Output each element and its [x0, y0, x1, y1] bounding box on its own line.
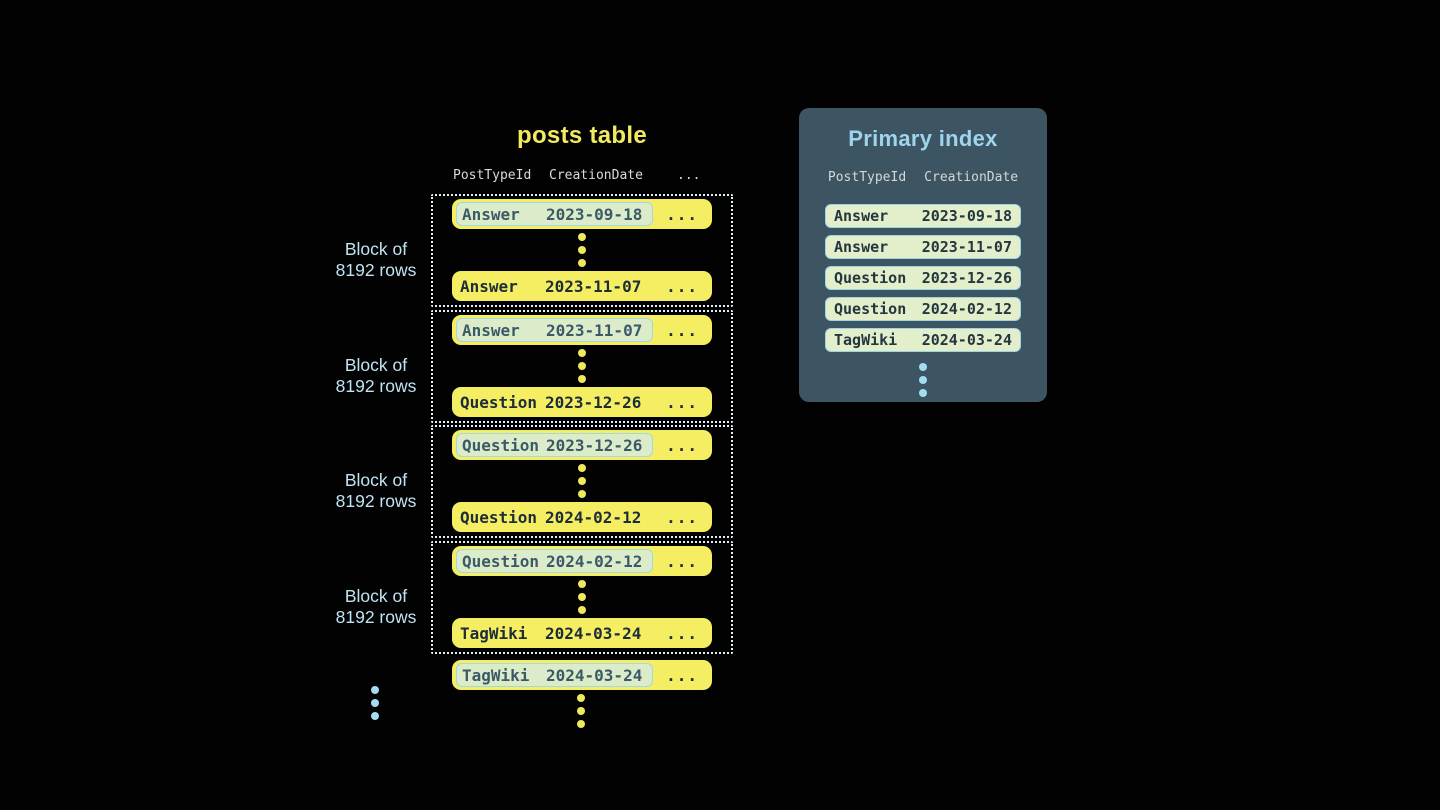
- table-row-first: Answer 2023-09-18 ...: [452, 199, 712, 229]
- primary-index-rows: Answer 2023-09-18 Answer 2023-11-07 Ques…: [799, 204, 1047, 352]
- cell-creationdate: 2024-03-24: [921, 331, 1012, 349]
- row-ellipsis: ...: [666, 551, 698, 571]
- table-row-last: Question 2023-12-26 ...: [452, 387, 712, 417]
- cell-posttypeid: TagWiki: [462, 665, 530, 685]
- primary-index-panel: Primary index PostTypeId CreationDate An…: [799, 108, 1047, 402]
- row-block-2: Answer 2023-11-07 ... Question 2023-12-2…: [431, 310, 733, 423]
- table-row-first: Question 2024-02-12 ...: [452, 546, 712, 576]
- row-values: Question 2023-12-26: [452, 393, 641, 412]
- cell-creationdate: 2023-12-26: [921, 269, 1012, 287]
- cell-posttypeid: Answer: [462, 320, 520, 340]
- cell-posttypeid: Question: [462, 551, 540, 571]
- table-row-first: TagWiki 2024-03-24 ...: [452, 660, 712, 690]
- index-highlight-box: Answer 2023-11-07: [456, 318, 653, 342]
- row-ellipsis: ...: [666, 392, 698, 412]
- cell-creationdate: 2023-11-07: [545, 276, 642, 296]
- cell-posttypeid: Question: [834, 269, 907, 287]
- index-highlight-box: Question 2024-02-12: [456, 549, 653, 573]
- cell-creationdate: 2023-12-26: [546, 435, 643, 455]
- index-entry: TagWiki 2024-03-24: [825, 328, 1021, 352]
- cell-posttypeid: Question: [460, 392, 538, 412]
- block-label-4: Block of 8192 rows: [266, 586, 486, 628]
- block-label-2: Block of 8192 rows: [266, 355, 486, 397]
- column-label-posttypeid: PostTypeId: [453, 168, 532, 183]
- index-entry: Answer 2023-09-18: [825, 204, 1021, 228]
- index-highlight-box: Answer 2023-09-18: [456, 202, 653, 226]
- table-row-last: TagWiki 2024-03-24 ...: [452, 618, 712, 648]
- row-ellipsis: ...: [666, 276, 698, 296]
- block-label-line2: 8192 rows: [335, 491, 417, 511]
- row-ellipsis: ...: [666, 623, 698, 643]
- cell-creationdate: 2023-11-07: [921, 238, 1012, 256]
- index-highlight-box: Question 2023-12-26: [456, 433, 653, 457]
- cell-posttypeid: TagWiki: [834, 331, 898, 349]
- cell-posttypeid: Question: [462, 435, 540, 455]
- primary-index-title: Primary index: [848, 126, 998, 151]
- row-block-4: Question 2024-02-12 ... TagWiki 2024-03-…: [431, 541, 733, 654]
- block-label-1: Block of 8192 rows: [266, 239, 486, 281]
- primary-index-header: PostTypeId CreationDate: [799, 170, 1047, 185]
- block-label-3: Block of 8192 rows: [266, 470, 486, 512]
- column-label-creationdate: CreationDate: [549, 168, 643, 183]
- column-label-creationdate: CreationDate: [924, 170, 1019, 185]
- table-row-last: Question 2024-02-12 ...: [452, 502, 712, 532]
- index-continuation-dots: [799, 363, 1047, 397]
- row-values: TagWiki 2024-03-24: [452, 624, 641, 643]
- skipped-rows-dots: [578, 580, 586, 614]
- table-continuation-dots: [577, 694, 585, 728]
- block-label-line2: 8192 rows: [335, 376, 417, 396]
- block-label-line1: Block of: [344, 586, 408, 606]
- cell-creationdate: 2024-02-12: [546, 551, 643, 571]
- index-highlight-box: TagWiki 2024-03-24: [456, 663, 653, 687]
- skipped-rows-dots: [578, 233, 586, 267]
- index-entry: Question 2023-12-26: [825, 266, 1021, 290]
- block-label-line2: 8192 rows: [335, 607, 417, 627]
- posts-table-title: posts table: [517, 122, 647, 149]
- row-values: Answer 2023-11-07: [452, 277, 641, 296]
- block-label-line1: Block of: [344, 239, 408, 259]
- cell-posttypeid: Answer: [834, 207, 889, 225]
- row-block-1: Answer 2023-09-18 ... Answer 2023-11-07 …: [431, 194, 733, 307]
- table-row-first: Answer 2023-11-07 ...: [452, 315, 712, 345]
- cell-posttypeid: Question: [834, 300, 907, 318]
- skipped-rows-dots: [578, 349, 586, 383]
- index-entry: Question 2024-02-12: [825, 297, 1021, 321]
- cell-creationdate: 2023-09-18: [921, 207, 1012, 225]
- row-ellipsis: ...: [666, 435, 698, 455]
- index-entry: Answer 2023-11-07: [825, 235, 1021, 259]
- table-row-last: Answer 2023-11-07 ...: [452, 271, 712, 301]
- blocks-continuation-dots: [371, 686, 379, 720]
- block-label-line1: Block of: [344, 355, 408, 375]
- cell-creationdate: 2023-12-26: [545, 392, 642, 412]
- row-ellipsis: ...: [666, 507, 698, 527]
- cell-creationdate: 2024-03-24: [546, 665, 643, 685]
- cell-creationdate: 2024-02-12: [921, 300, 1012, 318]
- skipped-rows-dots: [578, 464, 586, 498]
- cell-creationdate: 2023-09-18: [546, 204, 643, 224]
- cell-creationdate: 2024-02-12: [545, 507, 642, 527]
- row-ellipsis: ...: [666, 204, 698, 224]
- cell-creationdate: 2023-11-07: [546, 320, 643, 340]
- column-label-posttypeid: PostTypeId: [827, 170, 907, 185]
- cell-creationdate: 2024-03-24: [545, 623, 642, 643]
- table-row-first: Question 2023-12-26 ...: [452, 430, 712, 460]
- row-block-3: Question 2023-12-26 ... Question 2024-02…: [431, 425, 733, 538]
- block-label-line1: Block of: [344, 470, 408, 490]
- column-ellipsis: ...: [677, 168, 701, 183]
- cell-posttypeid: Question: [460, 507, 538, 527]
- row-ellipsis: ...: [666, 665, 698, 685]
- cell-posttypeid: Answer: [462, 204, 520, 224]
- cell-posttypeid: Answer: [834, 238, 889, 256]
- cell-posttypeid: Answer: [460, 276, 518, 296]
- overflow-row: TagWiki 2024-03-24 ...: [452, 660, 712, 690]
- row-values: Question 2024-02-12: [452, 508, 641, 527]
- cell-posttypeid: TagWiki: [460, 623, 528, 643]
- row-ellipsis: ...: [666, 320, 698, 340]
- block-label-line2: 8192 rows: [335, 260, 417, 280]
